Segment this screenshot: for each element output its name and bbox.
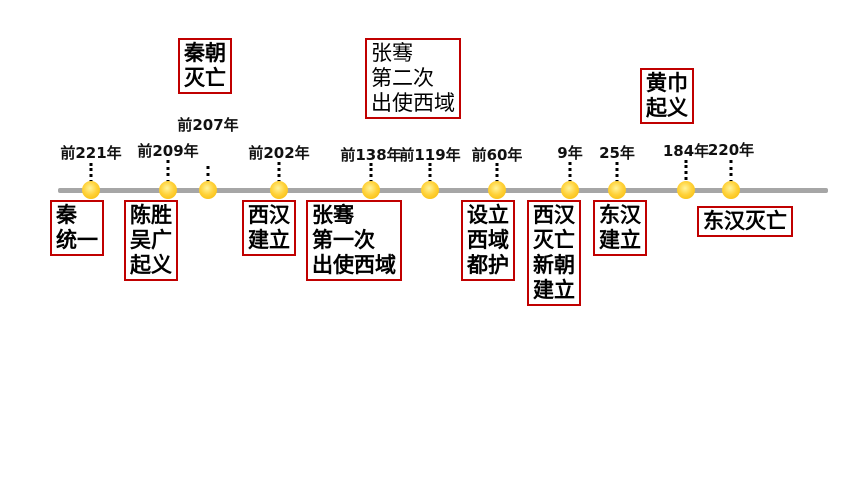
event-dot: [199, 181, 217, 199]
event-box: 陈胜 吴广 起义: [124, 200, 178, 281]
event-tick: [568, 162, 572, 183]
event-tick: [729, 160, 733, 183]
event-year-label: 前221年: [60, 144, 122, 162]
event-box: 东汉 建立: [593, 200, 647, 256]
event-box: 设立 西域 都护: [461, 200, 515, 281]
event-dot: [677, 181, 695, 199]
event-tick: [369, 163, 373, 183]
event-dot: [362, 181, 380, 199]
event-year-label: 前138年: [340, 146, 402, 164]
event-tick: [277, 162, 281, 183]
event-tick: [615, 162, 619, 183]
timeline-axis: [58, 188, 828, 193]
event-tick: [684, 160, 688, 180]
event-box: 东汉灭亡: [697, 206, 793, 237]
event-tick: [206, 166, 210, 183]
event-dot: [421, 181, 439, 199]
event-dot: [561, 181, 579, 199]
event-box: 黄巾 起义: [640, 68, 694, 124]
event-dot: [82, 181, 100, 199]
event-box: 张骞 第一次 出使西域: [306, 200, 402, 281]
event-dot: [608, 181, 626, 199]
event-dot: [488, 181, 506, 199]
event-box: 西汉 建立: [242, 200, 296, 256]
event-dot: [159, 181, 177, 199]
event-tick: [495, 163, 499, 183]
event-box: 秦朝 灭亡: [178, 38, 232, 94]
event-dot: [722, 181, 740, 199]
event-box: 西汉 灭亡 新朝 建立: [527, 200, 581, 306]
event-tick: [89, 163, 93, 183]
event-year-label: 前60年: [471, 146, 523, 164]
event-year-label: 9年: [557, 144, 583, 162]
event-dot: [270, 181, 288, 199]
event-year-label: 前209年: [137, 142, 199, 160]
event-year-label: 前207年: [177, 116, 239, 134]
event-box: 张骞 第二次 出使西域: [365, 38, 461, 119]
event-year-label: 25年: [599, 144, 635, 162]
event-year-label: 220年: [707, 141, 755, 159]
event-year-label: 前119年: [399, 146, 461, 164]
event-tick: [166, 160, 170, 183]
event-year-label: 184年: [662, 142, 710, 160]
event-year-label: 前202年: [248, 144, 310, 162]
event-box: 秦 统一: [50, 200, 104, 256]
event-tick: [428, 163, 432, 183]
